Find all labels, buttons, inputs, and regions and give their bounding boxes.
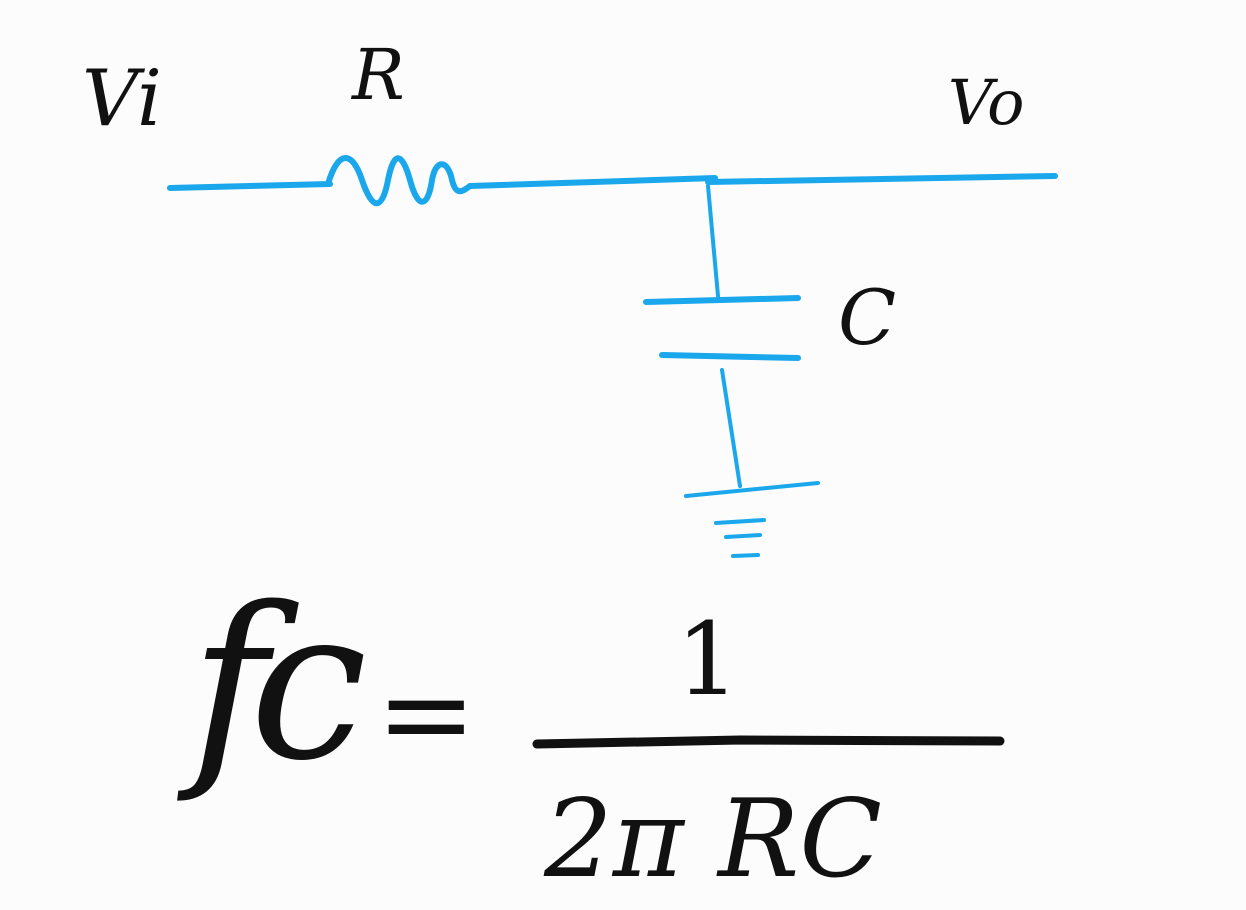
resistor-symbol (325, 155, 473, 207)
capacitor-label: C (838, 273, 897, 362)
formula-denominator: 2π RC (544, 777, 882, 902)
equals-sign: = (376, 645, 477, 784)
capacitor-lead-bottom (720, 368, 742, 488)
output-wire (467, 173, 1058, 189)
input-wire (167, 181, 333, 191)
capacitor-lead-top (706, 184, 720, 298)
input-voltage-label: Vi (82, 54, 162, 144)
resistor-label: R (352, 34, 405, 116)
formula-numerator: 1 (676, 601, 740, 718)
fraction-bar (532, 735, 1005, 749)
capacitor-plate-bottom (659, 352, 801, 361)
cutoff-frequency-symbol: fc (190, 562, 367, 807)
ground-symbol (684, 481, 820, 558)
output-voltage-label: Vo (948, 66, 1025, 139)
capacitor-plate-top (643, 295, 801, 305)
